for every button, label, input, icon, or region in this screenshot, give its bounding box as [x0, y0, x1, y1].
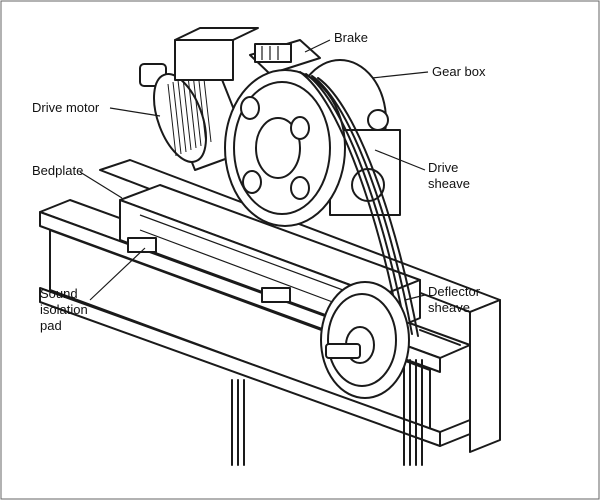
label-drive-motor: Drive motor: [32, 100, 100, 115]
hoist-ropes: [231, 71, 423, 466]
label-drive-sheave-1: Drive: [428, 160, 459, 175]
label-sound-pad-3: pad: [40, 318, 62, 333]
label-gear-box: Gear box: [432, 64, 486, 79]
label-brake: Brake: [334, 30, 368, 45]
label-deflector-sheave-1: Deflector: [428, 284, 481, 299]
deflector-sheave: [320, 281, 410, 399]
label-drive-sheave-2: sheave: [428, 176, 470, 191]
label-bedplate: Bedplate: [32, 163, 84, 178]
label-sound-pad-1: Sound: [40, 286, 78, 301]
leader-lines: [79, 39, 429, 301]
label-deflector-sheave-2: sheave: [428, 300, 470, 315]
brake: [249, 39, 321, 75]
label-sound-pad-2: isolation: [40, 302, 88, 317]
drive-sheave: [224, 69, 346, 227]
